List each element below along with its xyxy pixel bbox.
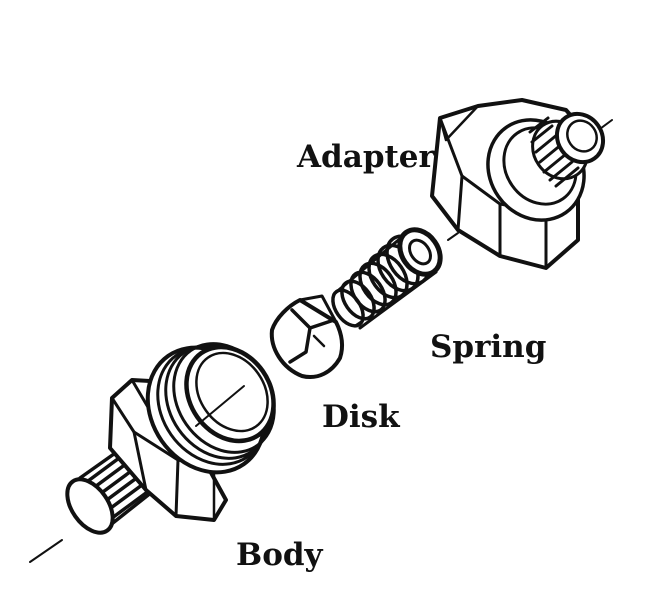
body-label: Body (236, 537, 323, 573)
adapter-part (430, 98, 606, 270)
spring-label: Spring (430, 329, 547, 365)
disk-part (269, 294, 345, 379)
disk-label: Disk (322, 399, 400, 435)
adapter-label: Adapter (297, 139, 435, 175)
body-part (65, 342, 276, 535)
spring-part (331, 227, 443, 330)
